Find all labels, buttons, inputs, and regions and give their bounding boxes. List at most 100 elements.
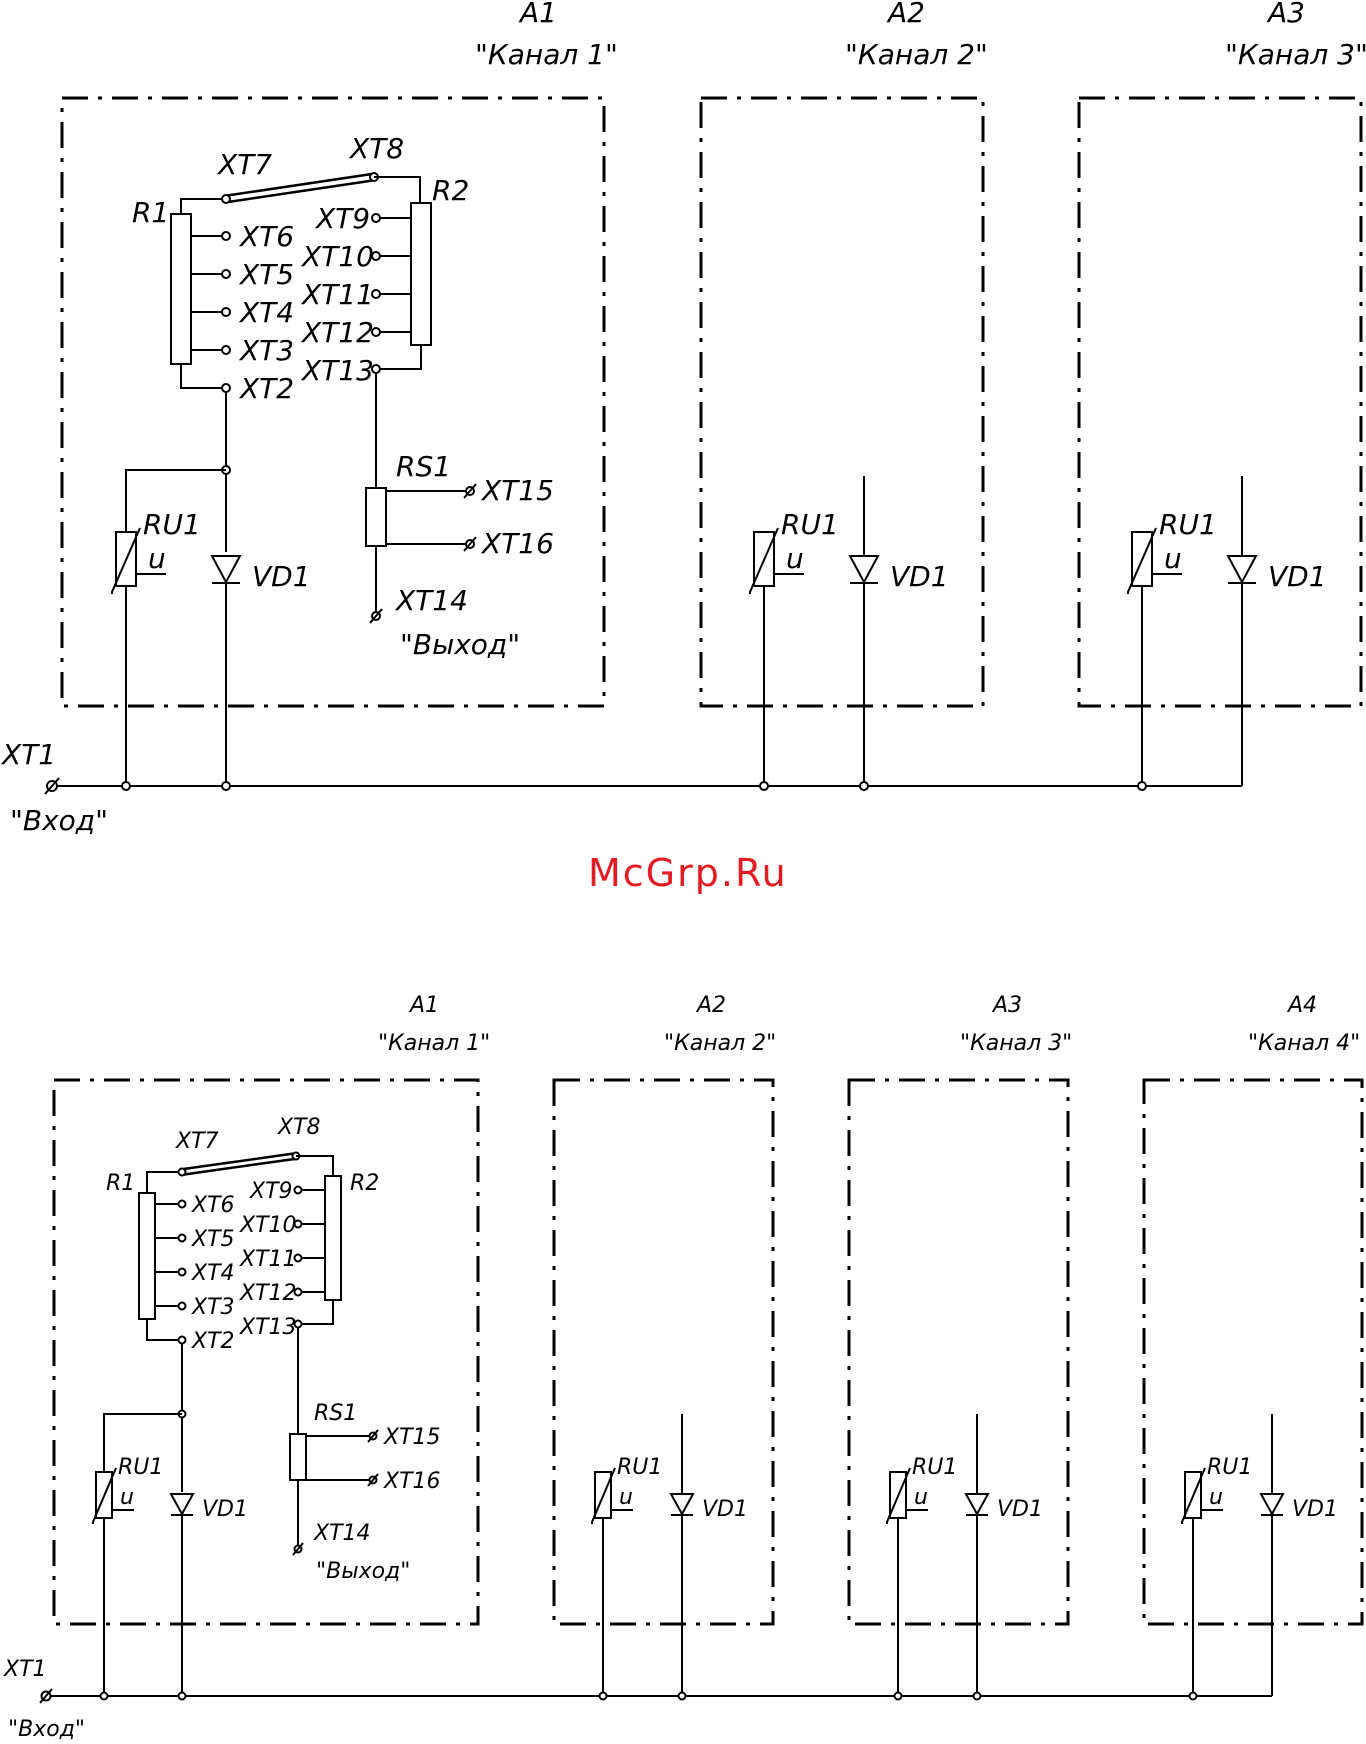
bottom-a4-vd1-label: VD1 — [1292, 1497, 1338, 1522]
bottom-xt13-label: XT13 — [239, 1315, 297, 1340]
top-xt2-label: XT2 — [238, 372, 294, 405]
bottom-a3-ru1-u: u — [914, 1485, 928, 1510]
bottom-a1-ru1-u: u — [120, 1485, 134, 1510]
top-a3-vd1-diode — [1226, 555, 1258, 585]
bottom-xt10-label: XT10 — [239, 1213, 297, 1238]
top-r1-top-lead — [180, 198, 226, 214]
top-a1-ru1-u: u — [148, 542, 166, 575]
bottom-xt2-terminal — [177, 1335, 187, 1345]
top-module-a1-id: A1 — [518, 0, 557, 29]
bottom-module-a1-frame — [52, 1078, 480, 1626]
top-module-a2-id: A2 — [886, 0, 925, 29]
bottom-a2-vd1-label: VD1 — [702, 1497, 748, 1522]
top-a1-ru1-label: RU1 — [143, 508, 201, 541]
bottom-xt1-label: XT1 — [3, 1657, 47, 1682]
top-xt15-label: XT15 — [480, 474, 554, 507]
bottom-r2-label: R2 — [350, 1171, 379, 1196]
bottom-input-label: "Вход" — [8, 1717, 85, 1742]
bottom-module-a2-name: "Канал 2" — [664, 1031, 776, 1056]
bottom-r2-resistor — [324, 1175, 342, 1301]
bottom-xt16-label: XT16 — [383, 1469, 441, 1494]
bottom-module-a2-frame — [552, 1078, 775, 1626]
bottom-module-a3-id: A3 — [991, 993, 1022, 1018]
bottom-xt15-label: XT15 — [383, 1425, 441, 1450]
bottom-a4-ru1-u: u — [1209, 1485, 1223, 1510]
top-xt3-label: XT3 — [238, 334, 294, 367]
bottom-output-label: "Выход" — [316, 1559, 410, 1584]
bottom-xt5-terminal — [177, 1233, 187, 1243]
bottom-xt3-label: XT3 — [191, 1295, 235, 1320]
top-xt6-label: XT6 — [238, 220, 294, 253]
bottom-xt5-label: XT5 — [191, 1227, 235, 1252]
watermark: McGrp.Ru — [588, 851, 788, 895]
top-a3-ru1-label: RU1 — [1159, 508, 1217, 541]
bottom-module-a4-name: "Канал 4" — [1248, 1031, 1360, 1056]
top-a1-vd1-diode — [210, 555, 242, 585]
bottom-xt11-label: XT11 — [239, 1247, 297, 1272]
bottom-xt9-label: XT9 — [249, 1179, 293, 1204]
bottom-xt12-label: XT12 — [239, 1281, 297, 1306]
top-xt8-label: XT8 — [348, 132, 404, 165]
top-xt4-label: XT4 — [238, 296, 294, 329]
top-a3-ru1-u: u — [1164, 542, 1182, 575]
top-a2-ru1-u: u — [786, 542, 804, 575]
top-xt10-terminal — [371, 251, 381, 261]
bottom-xt3-terminal — [177, 1301, 187, 1311]
bottom-module-a1-name: "Канал 1" — [378, 1031, 490, 1056]
top-xt12-label: XT12 — [300, 316, 374, 349]
top-input-label: "Вход" — [10, 804, 108, 837]
bottom-a1-ru1-label: RU1 — [118, 1455, 163, 1480]
top-xt3-terminal — [221, 345, 231, 355]
top-rs1-shunt — [365, 487, 387, 547]
top-xt7-terminal — [221, 194, 231, 204]
top-xt14-label: XT14 — [394, 584, 468, 617]
top-r1-bottom-lead — [180, 364, 226, 389]
top-module-a3-name: "Канал 3" — [1225, 38, 1366, 71]
top-a2-vd1-diode — [848, 555, 880, 585]
bottom-xt14-label: XT14 — [313, 1521, 371, 1546]
top-module-a2-frame — [699, 96, 985, 708]
bottom-xt7-terminal — [177, 1167, 187, 1177]
top-rs1-label: RS1 — [396, 450, 451, 483]
bottom-a3-vd1-diode — [964, 1493, 990, 1517]
top-xt5-terminal — [221, 269, 231, 279]
bottom-a4-ru1-label: RU1 — [1207, 1455, 1252, 1480]
top-r2-resistor — [410, 202, 432, 346]
top-a1-vd1-label: VD1 — [252, 560, 311, 593]
bottom-module-a3-name: "Канал 3" — [960, 1031, 1072, 1056]
bottom-a2-vd1-diode — [669, 1493, 695, 1517]
top-module-a2-name: "Канал 2" — [845, 38, 988, 71]
top-xt11-label: XT11 — [300, 278, 374, 311]
top-xt10-label: XT10 — [300, 240, 374, 273]
top-r1-resistor — [170, 213, 192, 365]
bottom-module-a4-id: A4 — [1286, 993, 1317, 1018]
bottom-a3-vd1-label: VD1 — [997, 1497, 1043, 1522]
bottom-rs1-label: RS1 — [314, 1401, 357, 1426]
top-xt9-terminal — [371, 213, 381, 223]
top-xt11-terminal — [371, 289, 381, 299]
top-xt16-label: XT16 — [480, 527, 554, 560]
bottom-xt9-terminal — [293, 1185, 303, 1195]
bottom-a1-vd1-label: VD1 — [202, 1497, 248, 1522]
bottom-xt6-terminal — [177, 1199, 187, 1209]
bottom-xt11-terminal — [293, 1253, 303, 1263]
top-xt12-terminal — [371, 327, 381, 337]
top-xt7-label: XT7 — [216, 148, 272, 181]
top-module-a3-frame — [1077, 96, 1363, 708]
bottom-a3-ru1-label: RU1 — [912, 1455, 957, 1480]
bottom-rs1-shunt — [289, 1433, 307, 1481]
bottom-diagram: A1 "Канал 1" A2 "Канал 2" A3 "Канал 3" A… — [3, 993, 1364, 1742]
top-r2-label: R2 — [432, 174, 469, 207]
bottom-xt2-label: XT2 — [191, 1329, 235, 1354]
top-xt5-label: XT5 — [238, 258, 294, 291]
top-r1-label: R1 — [132, 196, 169, 229]
bottom-a4-vd1-diode — [1259, 1493, 1285, 1517]
bottom-a2-ru1-label: RU1 — [617, 1455, 662, 1480]
bottom-xt8-label: XT8 — [277, 1115, 321, 1140]
bottom-module-a2-id: A2 — [695, 993, 726, 1018]
top-r2-top-lead — [374, 176, 421, 203]
top-module-a1-name: "Канал 1" — [475, 38, 618, 71]
bottom-r1-resistor — [138, 1192, 156, 1320]
bottom-a1-vd1-diode — [169, 1493, 195, 1517]
